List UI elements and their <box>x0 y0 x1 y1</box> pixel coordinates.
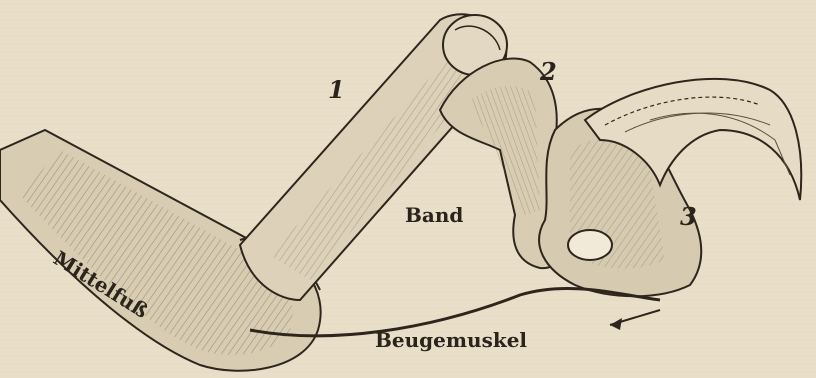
label-bone-2: 2 <box>539 57 557 86</box>
label-bone-1: 1 <box>328 75 345 104</box>
label-band: Band <box>405 203 463 227</box>
label-bone-3: 3 <box>680 202 697 231</box>
label-beugemuskel: Beugemuskel <box>375 328 527 352</box>
